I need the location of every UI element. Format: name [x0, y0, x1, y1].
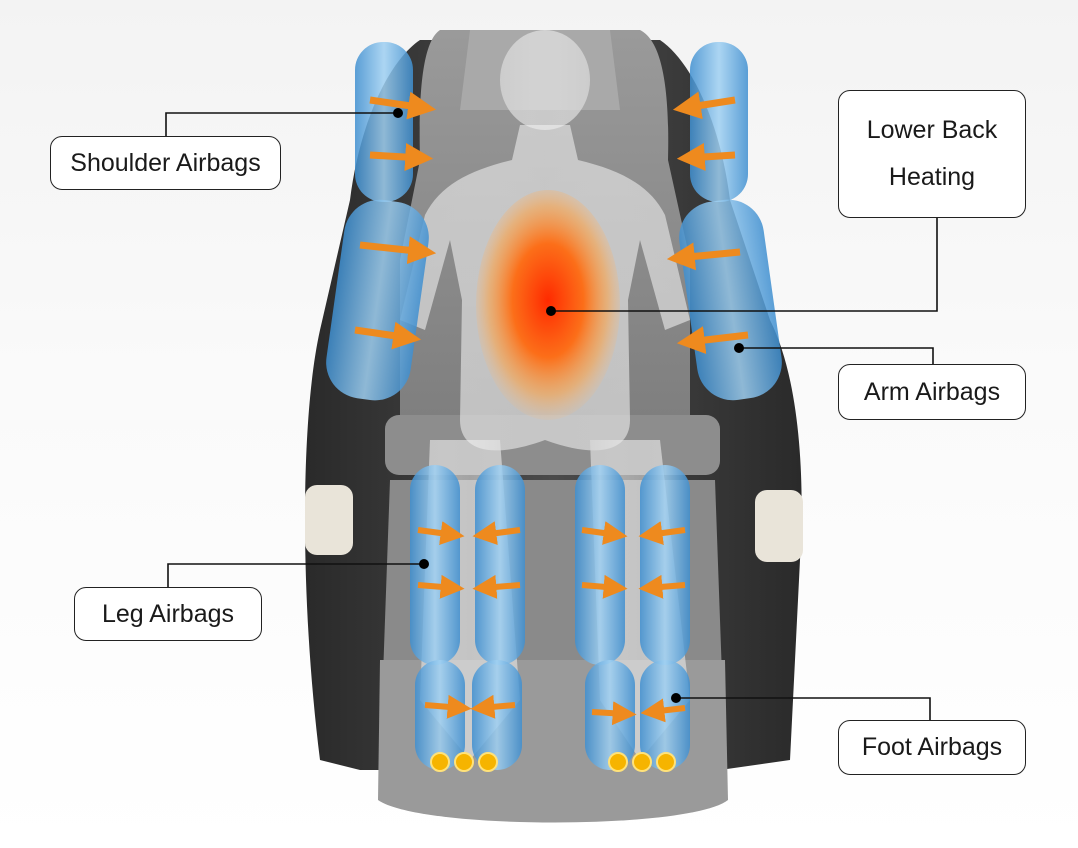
callout-label: Shoulder Airbags — [70, 148, 261, 177]
leader-dot-leg — [419, 559, 429, 569]
chair-side-panel-left — [305, 485, 353, 555]
leader-dot-lower-back — [546, 306, 556, 316]
leader-line-foot — [676, 697, 931, 720]
leader-line-arm — [739, 347, 934, 364]
shoulder-airbags — [355, 42, 748, 202]
leg-airbags — [410, 465, 690, 665]
leader-line-leg — [167, 563, 424, 587]
callout-label-line-2: Heating — [888, 163, 976, 191]
callout-foot-airbags: Foot Airbags — [838, 720, 1026, 775]
callout-label-line-1: Lower Back — [866, 116, 998, 144]
leader-dot-shoulder — [393, 108, 403, 118]
lower-back-heat-zone — [476, 190, 620, 420]
leader-line-lower-back — [551, 218, 938, 312]
callout-label: Arm Airbags — [863, 377, 1001, 406]
callout-lower-back-heating: Lower Back Heating — [838, 90, 1026, 218]
callout-label: Leg Airbags — [101, 599, 235, 628]
leader-line-shoulder — [165, 112, 398, 136]
foot-rollers — [430, 752, 676, 772]
leader-dots — [393, 108, 744, 703]
foot-airbags — [415, 660, 690, 770]
leader-lines — [165, 112, 938, 720]
callout-leg-airbags: Leg Airbags — [74, 587, 262, 641]
callout-arm-airbags: Arm Airbags — [838, 364, 1026, 420]
callout-label: Foot Airbags — [861, 733, 1003, 761]
callout-shoulder-airbags: Shoulder Airbags — [50, 136, 281, 190]
leader-dot-foot — [671, 693, 681, 703]
arm-airbags — [326, 199, 782, 401]
chair-side-panel-right — [755, 490, 803, 562]
leader-dot-arm — [734, 343, 744, 353]
